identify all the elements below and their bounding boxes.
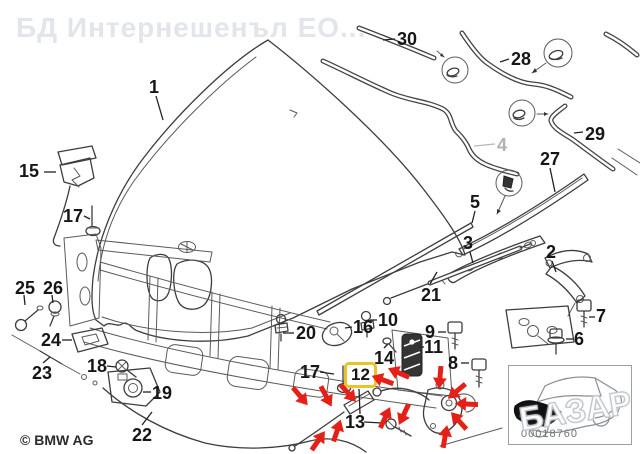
part-label-22: 22 [132,425,153,445]
top-watermark: БД Интернешенъл ЕО... [16,12,367,43]
part-label-30: 30 [397,29,418,49]
part-label-24: 24 [41,330,62,350]
red-arrow-13 [304,426,332,454]
hood-lock-19 [107,367,161,407]
bolt-25 [14,305,44,332]
highlighted-hood-area [513,400,562,427]
part-label-27: 27 [540,149,561,169]
red-arrow-9 [442,377,472,406]
keyhole-plate-16 [321,321,353,347]
part-label-8: 8 [448,353,459,373]
gas-strut-21 [382,240,536,306]
red-arrow-14 [325,416,348,446]
red-arrow-1 [286,381,315,411]
part-label-20: 20 [296,323,317,343]
lock-support-11 [401,333,423,377]
part-label-14: 14 [374,348,395,368]
red-arrow-10 [454,395,481,412]
red-arrow-2 [313,381,339,411]
bmw-copyright: © BMW AG [20,432,94,448]
seal-strip-28 [459,30,640,100]
cowl-corner-lines [611,148,640,176]
part-label-17: 17 [300,362,321,382]
bolt-17-left [85,205,101,237]
part-label-16: 16 [353,317,374,337]
red-arrow-6 [372,403,397,433]
seal-strip-29 [548,103,616,172]
part-label-21: 21 [421,285,442,305]
gasket-24 [71,327,109,353]
part-label-25: 25 [15,278,36,298]
pin-10 [360,310,375,338]
part-label-18: 18 [87,356,108,376]
detail-circle-seal-29 [508,99,549,127]
part-label-5: 5 [470,192,481,212]
part-label-28: 28 [511,49,532,69]
screw-13 [385,418,412,437]
red-arrow-12 [435,423,455,451]
seal-strip-4 [320,58,520,177]
part-label-3: 3 [463,233,474,253]
bolt-9 [447,321,463,350]
part-label-23: 23 [32,363,53,383]
part-label-7: 7 [596,306,607,326]
part-label-12: 12 [344,362,377,388]
bolt-8 [471,358,487,388]
rod-23 [11,334,98,386]
part-label-11: 11 [424,337,444,357]
part-label-2: 2 [546,242,557,262]
part-label-13: 13 [345,412,366,432]
red-arrow-11 [444,406,473,436]
seal-strip-30 [356,25,437,61]
strip-5 [316,222,474,316]
detail-circle-clip [495,169,523,215]
car-sketch [513,376,622,438]
screw-14 [382,337,397,353]
grommet-26 [48,300,62,327]
bolt-18 [115,359,137,378]
part-label-1: 1 [149,77,160,97]
bolt-6 [547,328,565,355]
part-label-4: 4 [497,135,508,155]
diagram-number: 00018760 [521,428,578,440]
detail-circle-seal-30 [436,50,469,84]
red-arrow-7 [391,399,416,429]
hood-panel [91,39,466,342]
part-label-6: 6 [574,329,585,349]
part-label-19: 19 [152,383,173,403]
leader-lines [23,38,595,426]
part-label-26: 26 [43,278,64,298]
pin-20 [274,313,289,342]
bolt-7 [576,299,592,328]
part-label-9: 9 [425,322,436,342]
detail-circle-seal-28 [531,38,573,74]
red-arrow-5 [384,361,414,386]
part-label-17: 17 [63,206,84,226]
hinge-bracket-15 [52,145,97,247]
car-locator-thumbnail: 00018760 [508,365,632,445]
part-label-29: 29 [585,124,606,144]
part-label-10: 10 [378,310,399,330]
red-arrow-8 [431,363,449,390]
part-label-15: 15 [19,161,40,181]
red-arrow-4 [368,368,398,392]
red-arrow-3 [333,378,362,408]
cowl-strip-27 [455,173,589,258]
